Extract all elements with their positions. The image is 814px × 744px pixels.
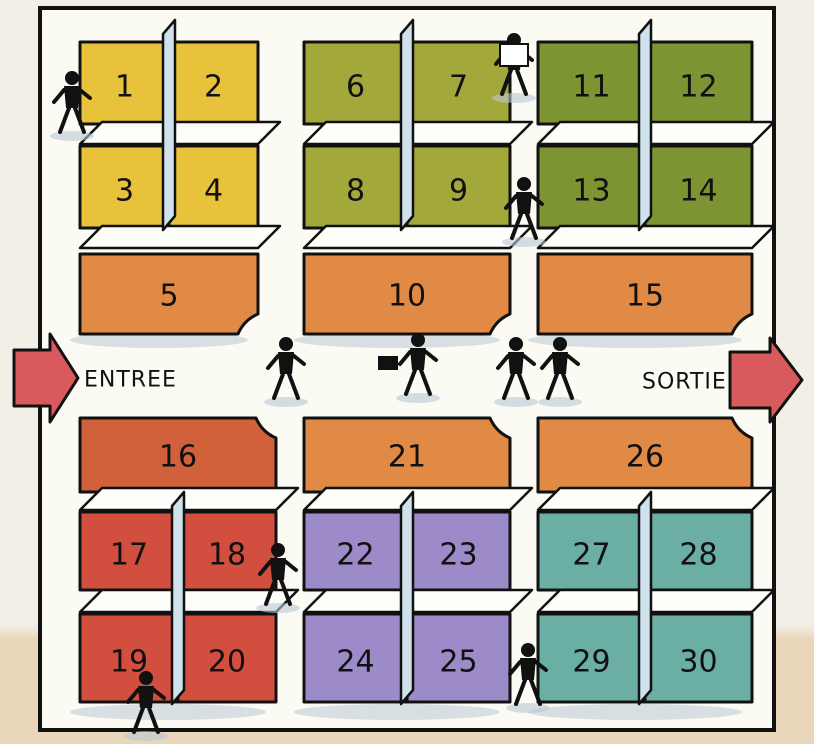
compartment-number: 28 (679, 538, 717, 573)
compartment-11[interactable]: 11 (538, 42, 645, 124)
compartment-number: 13 (572, 174, 610, 209)
divider-panel (401, 492, 413, 704)
storage-block-1: 1 2 3 4 5 (80, 20, 280, 334)
compartment-number: 24 (336, 645, 374, 680)
compartment-7[interactable]: 7 (407, 42, 510, 124)
shelf-board (538, 488, 774, 510)
compartment-number: 1 (115, 70, 134, 105)
compartment-number: 7 (449, 70, 468, 105)
shelf-board (80, 226, 280, 248)
shelf-board (304, 226, 532, 248)
compartment-number: 22 (336, 538, 374, 573)
compartment-number: 15 (626, 279, 664, 314)
compartment-20[interactable]: 20 (178, 614, 276, 702)
compartment-number: 25 (439, 645, 477, 680)
compartment-22[interactable]: 22 (304, 512, 407, 590)
compartment-number: 3 (115, 174, 134, 209)
compartment-30[interactable]: 30 (645, 614, 752, 702)
compartment-number: 9 (449, 174, 468, 209)
exit-label: SORTIE (642, 370, 727, 395)
divider-panel (639, 20, 651, 230)
compartment-10[interactable]: 10 (304, 254, 510, 334)
shelf-board (304, 488, 532, 510)
storage-block-3: 11 12 13 14 15 (538, 20, 774, 334)
shelf-board (80, 488, 298, 510)
storage-block-6: 26 27 28 29 30 (538, 418, 774, 704)
compartment-number: 4 (204, 174, 223, 209)
compartment-26[interactable]: 26 (538, 418, 752, 492)
compartment-number: 12 (679, 70, 717, 105)
compartment-number: 14 (679, 174, 717, 209)
compartment-number: 20 (208, 645, 246, 680)
compartment-25[interactable]: 25 (407, 614, 510, 702)
compartment-8[interactable]: 8 (304, 146, 407, 228)
divider-panel (163, 20, 175, 230)
shelf-board (304, 590, 532, 612)
compartment-number: 17 (110, 538, 148, 573)
storage-block-5: 21 22 23 24 25 (304, 418, 532, 704)
compartment-6[interactable]: 6 (304, 42, 407, 124)
compartment-23[interactable]: 23 (407, 512, 510, 590)
compartment-number: 29 (572, 645, 610, 680)
compartment-28[interactable]: 28 (645, 512, 752, 590)
compartment-number: 2 (204, 70, 223, 105)
floor-shadow (294, 704, 500, 720)
compartment-19[interactable]: 19 (80, 614, 178, 702)
compartment-18[interactable]: 18 (178, 512, 276, 590)
compartment-number: 23 (439, 538, 477, 573)
compartment-4[interactable]: 4 (169, 146, 258, 228)
shelf-board (538, 226, 774, 248)
compartment-2[interactable]: 2 (169, 42, 258, 124)
storage-block-2: 6 7 8 9 10 (304, 20, 532, 334)
compartment-21[interactable]: 21 (304, 418, 510, 492)
shelf-board (80, 122, 280, 144)
divider-panel (401, 20, 413, 230)
divider-panel (172, 492, 184, 704)
compartment-number: 26 (626, 440, 664, 475)
compartment-24[interactable]: 24 (304, 614, 407, 702)
shelf-board (304, 122, 532, 144)
compartment-12[interactable]: 12 (645, 42, 752, 124)
divider-panel (639, 492, 651, 704)
compartment-number: 16 (159, 440, 197, 475)
compartment-14[interactable]: 14 (645, 146, 752, 228)
compartment-number: 10 (388, 279, 426, 314)
entrance-label: ENTREE (84, 368, 177, 393)
compartment-16[interactable]: 16 (80, 418, 276, 492)
floor-shadow (70, 704, 266, 720)
compartment-1[interactable]: 1 (80, 42, 169, 124)
compartment-17[interactable]: 17 (80, 512, 178, 590)
compartment-5[interactable]: 5 (80, 254, 258, 334)
shelf-board (538, 590, 774, 612)
compartment-number: 11 (572, 70, 610, 105)
compartment-number: 27 (572, 538, 610, 573)
compartment-number: 6 (346, 70, 365, 105)
compartment-27[interactable]: 27 (538, 512, 645, 590)
compartment-9[interactable]: 9 (407, 146, 510, 228)
exit-arrow-icon (730, 338, 802, 422)
floor-shadow (528, 704, 742, 720)
compartment-number: 8 (346, 174, 365, 209)
compartment-number: 18 (208, 538, 246, 573)
compartment-3[interactable]: 3 (80, 146, 169, 228)
compartment-29[interactable]: 29 (538, 614, 645, 702)
compartment-number: 5 (159, 279, 178, 314)
compartment-15[interactable]: 15 (538, 254, 752, 334)
storage-block-4: 16 17 18 19 20 (80, 418, 298, 704)
shelf-board (538, 122, 774, 144)
compartment-number: 21 (388, 440, 426, 475)
compartment-number: 30 (679, 645, 717, 680)
compartment-13[interactable]: 13 (538, 146, 645, 228)
